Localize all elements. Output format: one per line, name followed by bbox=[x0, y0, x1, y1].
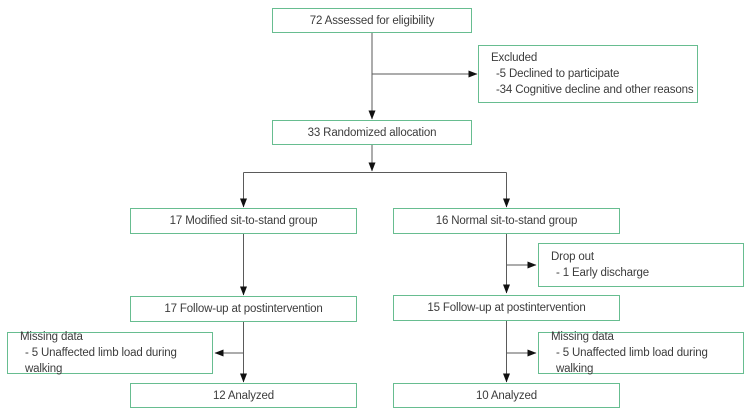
excluded-title: Excluded bbox=[491, 52, 538, 64]
excluded-item: -5 Declined to participate bbox=[496, 68, 620, 80]
box-analyzed-normal: 10 Analyzed bbox=[393, 383, 620, 408]
excluded-item: -34 Cognitive decline and other reasons bbox=[496, 84, 694, 96]
group-normal-label: 16 Normal sit-to-stand group bbox=[435, 215, 578, 227]
box-missing-normal: Missing data - 5 Unaffected limb load du… bbox=[538, 331, 744, 375]
box-group-modified: 17 Modified sit-to-stand group bbox=[130, 208, 357, 234]
missing-normal-item: - 5 Unaffected limb load during walking bbox=[556, 347, 708, 375]
box-dropout: Drop out - 1 Early discharge bbox=[538, 243, 744, 287]
analyzed-modified-label: 12 Analyzed bbox=[212, 389, 274, 402]
missing-normal-title: Missing data bbox=[551, 331, 614, 343]
dropout-title: Drop out bbox=[551, 251, 594, 263]
box-group-normal: 16 Normal sit-to-stand group bbox=[393, 208, 620, 234]
randomized-label: 33 Randomized allocation bbox=[307, 126, 437, 139]
box-randomized: 33 Randomized allocation bbox=[272, 120, 472, 145]
followup-modified-label: 17 Follow-up at postintervention bbox=[164, 303, 323, 315]
box-followup-modified: 17 Follow-up at postintervention bbox=[130, 296, 357, 322]
missing-modified-title: Missing data bbox=[20, 331, 83, 343]
assessed-eligibility-label: 72 Assessed for eligibility bbox=[309, 14, 435, 27]
box-analyzed-modified: 12 Analyzed bbox=[130, 383, 357, 408]
analyzed-normal-label: 10 Analyzed bbox=[475, 389, 537, 402]
group-modified-label: 17 Modified sit-to-stand group bbox=[169, 215, 318, 227]
box-missing-modified: Missing data - 5 Unaffected limb load du… bbox=[7, 331, 213, 375]
dropout-item: - 1 Early discharge bbox=[556, 267, 650, 279]
box-followup-normal: 15 Follow-up at postintervention bbox=[393, 295, 620, 321]
box-assessed-eligibility: 72 Assessed for eligibility bbox=[272, 8, 472, 33]
box-excluded: Excluded -5 Declined to participate -34 … bbox=[478, 45, 698, 103]
missing-modified-item: - 5 Unaffected limb load during walking bbox=[25, 347, 177, 375]
followup-normal-label: 15 Follow-up at postintervention bbox=[427, 302, 586, 314]
